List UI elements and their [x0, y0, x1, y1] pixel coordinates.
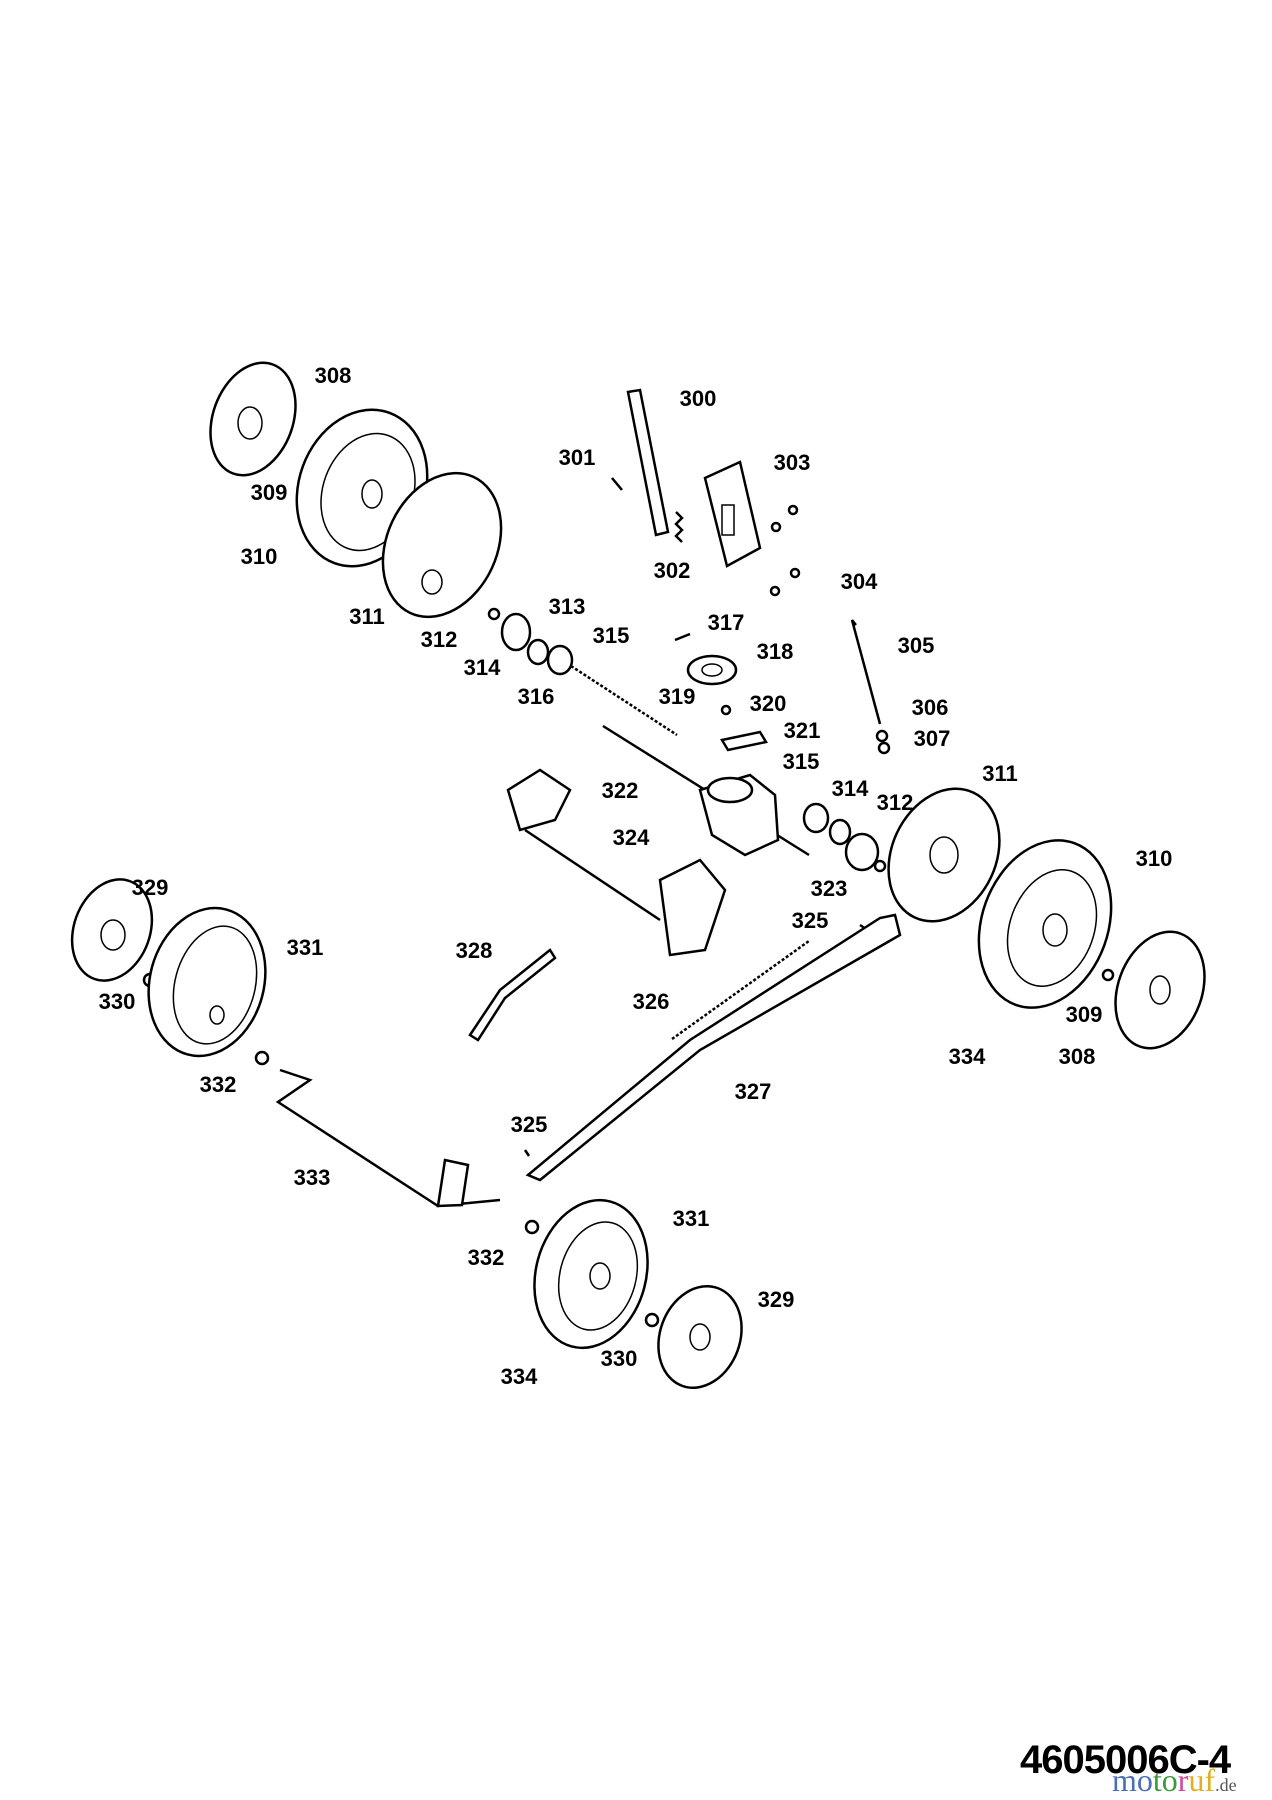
handle-327: [525, 913, 902, 1182]
part-label-320: 320: [750, 691, 787, 716]
hubcap-329-bottom: [657, 1285, 743, 1389]
part-label-305: 305: [898, 633, 935, 658]
part-label-308: 308: [315, 363, 352, 388]
part-label-331: 331: [673, 1206, 710, 1231]
hubcap-308-right: [1114, 930, 1206, 1050]
part-label-313: 313: [549, 594, 586, 619]
part-labels: 3003013023033043053063073083093103113123…: [99, 363, 1173, 1389]
part-label-312: 312: [421, 627, 458, 652]
part-label-321: 321: [784, 718, 821, 743]
part-label-315: 315: [783, 749, 820, 774]
part-label-329: 329: [132, 875, 169, 900]
part-label-301: 301: [559, 445, 596, 470]
wheel-331-bottom: [533, 1198, 649, 1350]
part-label-319: 319: [659, 684, 696, 709]
part-label-315: 315: [593, 623, 630, 648]
part-label-331: 331: [287, 935, 324, 960]
part-label-308: 308: [1059, 1044, 1096, 1069]
drawing-code: 4605006C-4: [1020, 1738, 1231, 1782]
part-label-317: 317: [708, 610, 745, 635]
part-label-316: 316: [518, 684, 555, 709]
part-label-327: 327: [735, 1079, 772, 1104]
part-label-314: 314: [832, 776, 869, 801]
part-label-309: 309: [251, 480, 288, 505]
part-label-304: 304: [841, 569, 878, 594]
part-label-303: 303: [774, 450, 811, 475]
rod-305: [850, 619, 882, 725]
watermark-logo: motoruf.de: [1112, 1762, 1237, 1798]
part-label-332: 332: [200, 1072, 237, 1097]
part-label-328: 328: [456, 938, 493, 963]
hubcap-329-left: [70, 878, 154, 982]
part-label-334: 334: [501, 1364, 538, 1389]
part-drawings: [70, 361, 1206, 1389]
part-label-312: 312: [877, 790, 914, 815]
part-label-330: 330: [99, 989, 136, 1014]
part-label-300: 300: [680, 386, 717, 411]
bracket-324: [506, 768, 572, 832]
part-label-310: 310: [1136, 846, 1173, 871]
part-label-333: 333: [294, 1165, 331, 1190]
lever-300: [626, 388, 670, 537]
spring-316: [570, 664, 678, 737]
part-label-314: 314: [464, 655, 501, 680]
wheel-disc-311-right: [887, 787, 1001, 923]
part-label-310: 310: [241, 544, 278, 569]
threaded-rod-326: [671, 939, 810, 1041]
part-label-306: 306: [912, 695, 949, 720]
bar-328: [468, 948, 557, 1042]
part-label-323: 323: [811, 876, 848, 901]
part-label-325: 325: [792, 908, 829, 933]
part-label-302: 302: [654, 558, 691, 583]
part-label-307: 307: [914, 726, 951, 751]
part-label-326: 326: [633, 989, 670, 1014]
part-label-330: 330: [601, 1346, 638, 1371]
plate-303: [703, 460, 762, 568]
part-label-322: 322: [602, 778, 639, 803]
part-label-318: 318: [757, 639, 794, 664]
part-label-311: 311: [982, 761, 1018, 786]
part-label-325: 325: [511, 1112, 548, 1137]
wheel-disc-311: [381, 471, 503, 619]
part-label-334: 334: [949, 1044, 986, 1069]
hubcap-308: [209, 361, 297, 477]
wheel-331-left: [147, 906, 267, 1058]
part-label-324: 324: [613, 825, 650, 850]
part-label-309: 309: [1066, 1002, 1103, 1027]
part-label-311: 311: [349, 604, 385, 629]
part-label-332: 332: [468, 1245, 505, 1270]
part-label-329: 329: [758, 1287, 795, 1312]
